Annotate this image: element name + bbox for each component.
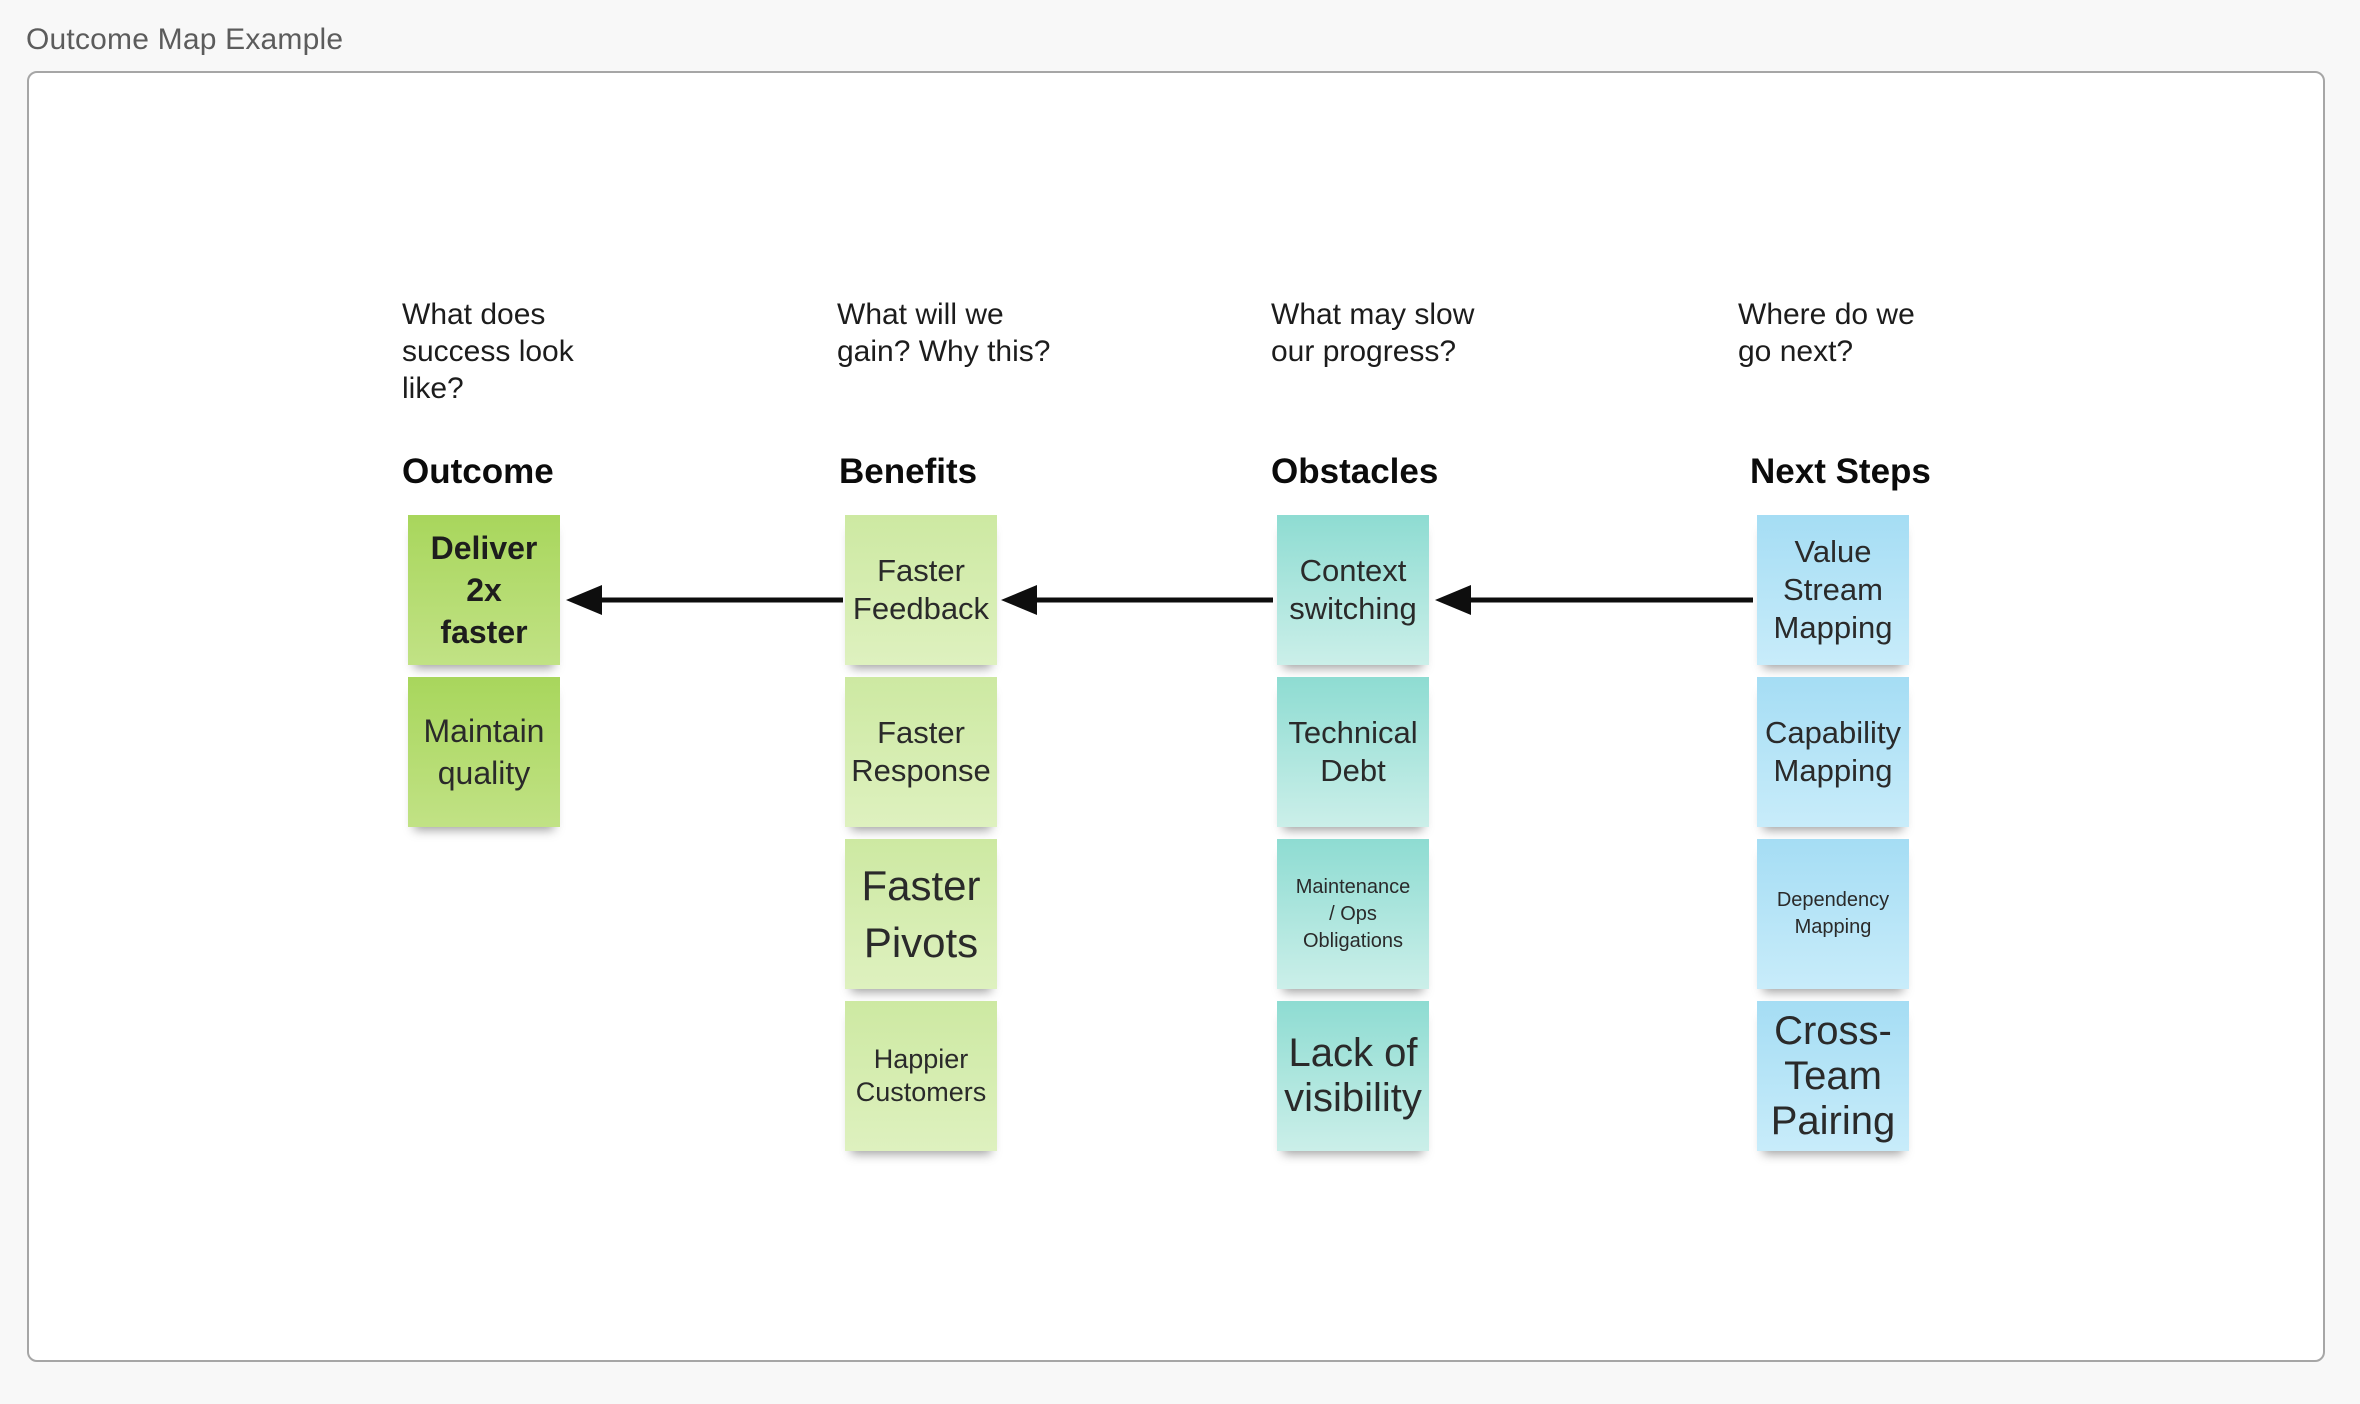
sticky-note-deliver-2x-faster[interactable]: Deliver 2x faster — [408, 515, 560, 665]
sticky-note-technical-debt[interactable]: Technical Debt — [1277, 677, 1429, 827]
sticky-note-faster-response[interactable]: Faster Response — [845, 677, 997, 827]
sticky-note-value-stream-mapping[interactable]: Value Stream Mapping — [1757, 515, 1909, 665]
column-next-steps: Where do we go next? Next Steps Value St… — [1738, 0, 1931, 1404]
sticky-note-context-switching[interactable]: Context switching — [1277, 515, 1429, 665]
sticky-note-maintenance-ops-obligations[interactable]: Maintenance / Ops Obligations — [1277, 839, 1429, 989]
sticky-label: Faster Response — [851, 715, 991, 788]
sticky-label: Maintain quality — [423, 713, 545, 791]
sticky-note-faster-pivots[interactable]: Faster Pivots — [845, 839, 997, 989]
column-obstacles: What may slow our progress? Obstacles Co… — [1271, 0, 1474, 1404]
sticky-note-cross-team-pairing[interactable]: Cross- Team Pairing — [1757, 1001, 1909, 1151]
sticky-label: Happier Customers — [855, 1044, 987, 1107]
column-benefits: What will we gain? Why this? Benefits Fa… — [837, 0, 1050, 1404]
sticky-label: Deliver 2x faster — [430, 530, 538, 650]
whiteboard-canvas — [27, 71, 2325, 1362]
column-header-outcome: Outcome — [402, 452, 554, 491]
sticky-label: Faster Feedback — [852, 553, 990, 626]
column-header-next-steps: Next Steps — [1750, 452, 1931, 491]
column-header-obstacles: Obstacles — [1271, 452, 1439, 491]
column-header-benefits: Benefits — [839, 452, 978, 491]
sticky-label: Capability Mapping — [1764, 715, 1902, 788]
sticky-note-dependency-mapping[interactable]: Dependency Mapping — [1757, 839, 1909, 989]
sticky-label: Cross- Team Pairing — [1770, 1008, 1896, 1143]
sticky-label: Maintenance / Ops Obligations — [1295, 875, 1411, 952]
sticky-note-happier-customers[interactable]: Happier Customers — [845, 1001, 997, 1151]
sticky-label: Context switching — [1289, 553, 1417, 626]
sticky-label: Value Stream Mapping — [1773, 534, 1893, 645]
column-question: What will we gain? Why this? — [837, 298, 1051, 368]
sticky-label: Technical Debt — [1288, 715, 1418, 788]
sticky-note-maintain-quality[interactable]: Maintain quality — [408, 677, 560, 827]
column-question: What does success look like? — [402, 298, 574, 405]
page-title: Outcome Map Example — [26, 23, 344, 56]
sticky-note-faster-feedback[interactable]: Faster Feedback — [845, 515, 997, 665]
sticky-label: Dependency Mapping — [1776, 889, 1890, 938]
column-question: Where do we go next? — [1738, 298, 1915, 368]
sticky-note-capability-mapping[interactable]: Capability Mapping — [1757, 677, 1909, 827]
column-outcome: What does success look like? Outcome Del… — [402, 0, 574, 1404]
sticky-note-lack-of-visibility[interactable]: Lack of visibility — [1277, 1001, 1429, 1151]
sticky-label: Faster Pivots — [861, 862, 981, 966]
sticky-label: Lack of visibility — [1284, 1031, 1422, 1120]
column-question: What may slow our progress? — [1271, 298, 1475, 368]
